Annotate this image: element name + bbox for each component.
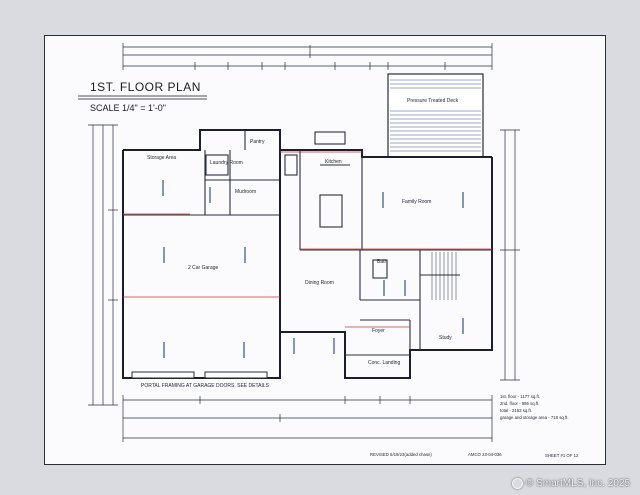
revision-note: REVISED 6/19/23(added chase): [370, 452, 432, 457]
room-kitchen: Kitchen: [325, 159, 342, 165]
room-study: Study: [439, 335, 452, 341]
room-garage: 2 Car Garage: [188, 265, 219, 271]
room-family: Family Room: [402, 199, 432, 205]
room-landing: Conc. Landing: [368, 360, 401, 366]
plan-scale: SCALE 1/4" = 1'-0": [90, 103, 166, 113]
area-garage-storage: garage and storage area - 718 sq.ft.: [500, 415, 569, 420]
room-deck: Pressure Treated Deck: [407, 98, 459, 104]
portal-framing-note: PORTAL FRAMING AT GARAGE DOORS. SEE DETA…: [141, 383, 269, 389]
area-total: total - 2163 sq.ft.: [500, 408, 533, 413]
smartmls-watermark: © SmartMLS, Inc. 2025: [511, 478, 630, 489]
room-dining: Dining Room: [305, 280, 334, 286]
smartmls-logo-icon: [511, 478, 523, 489]
room-storage: Storage Area: [147, 155, 177, 161]
area-second-floor: 2nd. floor - 986 sq.ft.: [500, 401, 540, 406]
sheet-number: SHEET #1 OF 12: [545, 453, 579, 458]
room-pantry: Pantry: [250, 139, 265, 145]
room-foyer: Foyer: [372, 328, 385, 334]
watermark-text: © SmartMLS, Inc. 2025: [525, 478, 630, 489]
room-laundry: Laundry Room: [210, 160, 243, 166]
job-number: AMCO 23-04-036: [468, 452, 502, 457]
plan-title: 1ST. FLOOR PLAN: [90, 80, 201, 94]
area-first-floor: 1st. floor - 1177 sq.ft.: [500, 394, 541, 399]
room-mudroom: Mudroom: [235, 189, 257, 195]
room-bath: Bath: [377, 259, 388, 265]
